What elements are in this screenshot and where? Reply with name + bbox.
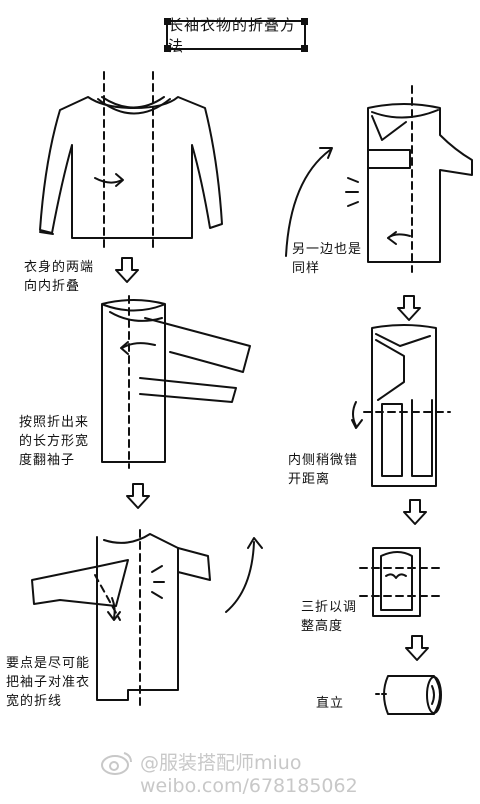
down-arrow-icon <box>403 499 427 525</box>
caption-step-5: 内侧稍微错 开距离 <box>288 453 359 487</box>
sweater-other-side-illustration <box>285 85 473 273</box>
down-arrow-icon <box>397 295 421 321</box>
page-title: 长袖衣物的折叠方法 <box>164 16 308 55</box>
down-arrow-icon <box>115 257 139 283</box>
caption-step-6: 三折以调 整高度 <box>301 600 358 634</box>
corner-pin-icon <box>301 18 308 25</box>
caption-step-3: 要点是尽可能 把袖子对准衣 宽的折线 <box>6 656 91 709</box>
watermark-url: weibo.com/678185062 <box>140 775 358 797</box>
sweater-sides-folded-illustration <box>101 295 251 469</box>
caption-step-7: 直立 <box>316 696 345 711</box>
title-text: 长袖衣物的折叠方法 <box>168 16 297 55</box>
folded-sweater-standing-illustration <box>375 675 442 715</box>
down-arrow-icon <box>405 635 429 661</box>
sweater-sleeve-aligned-illustration <box>31 529 263 707</box>
sweater-offset-illustration <box>351 324 451 487</box>
weibo-logo-icon <box>101 752 132 775</box>
corner-pin-icon <box>164 18 171 25</box>
caption-step-4: 另一边也是 同样 <box>292 242 363 276</box>
down-arrow-icon <box>126 483 150 509</box>
caption-step-2: 按照折出来 的长方形宽 度翻袖子 <box>19 415 90 468</box>
watermark: @服装搭配师miuo weibo.com/678185062 <box>101 752 470 798</box>
caption-step-1: 衣身的两端 向内折叠 <box>24 260 95 294</box>
watermark-handle: @服装搭配师miuo <box>140 752 302 774</box>
sweater-flat-illustration <box>39 71 223 249</box>
corner-pin-icon <box>164 45 171 52</box>
corner-pin-icon <box>301 45 308 52</box>
sweater-trifold-illustration <box>359 547 441 617</box>
